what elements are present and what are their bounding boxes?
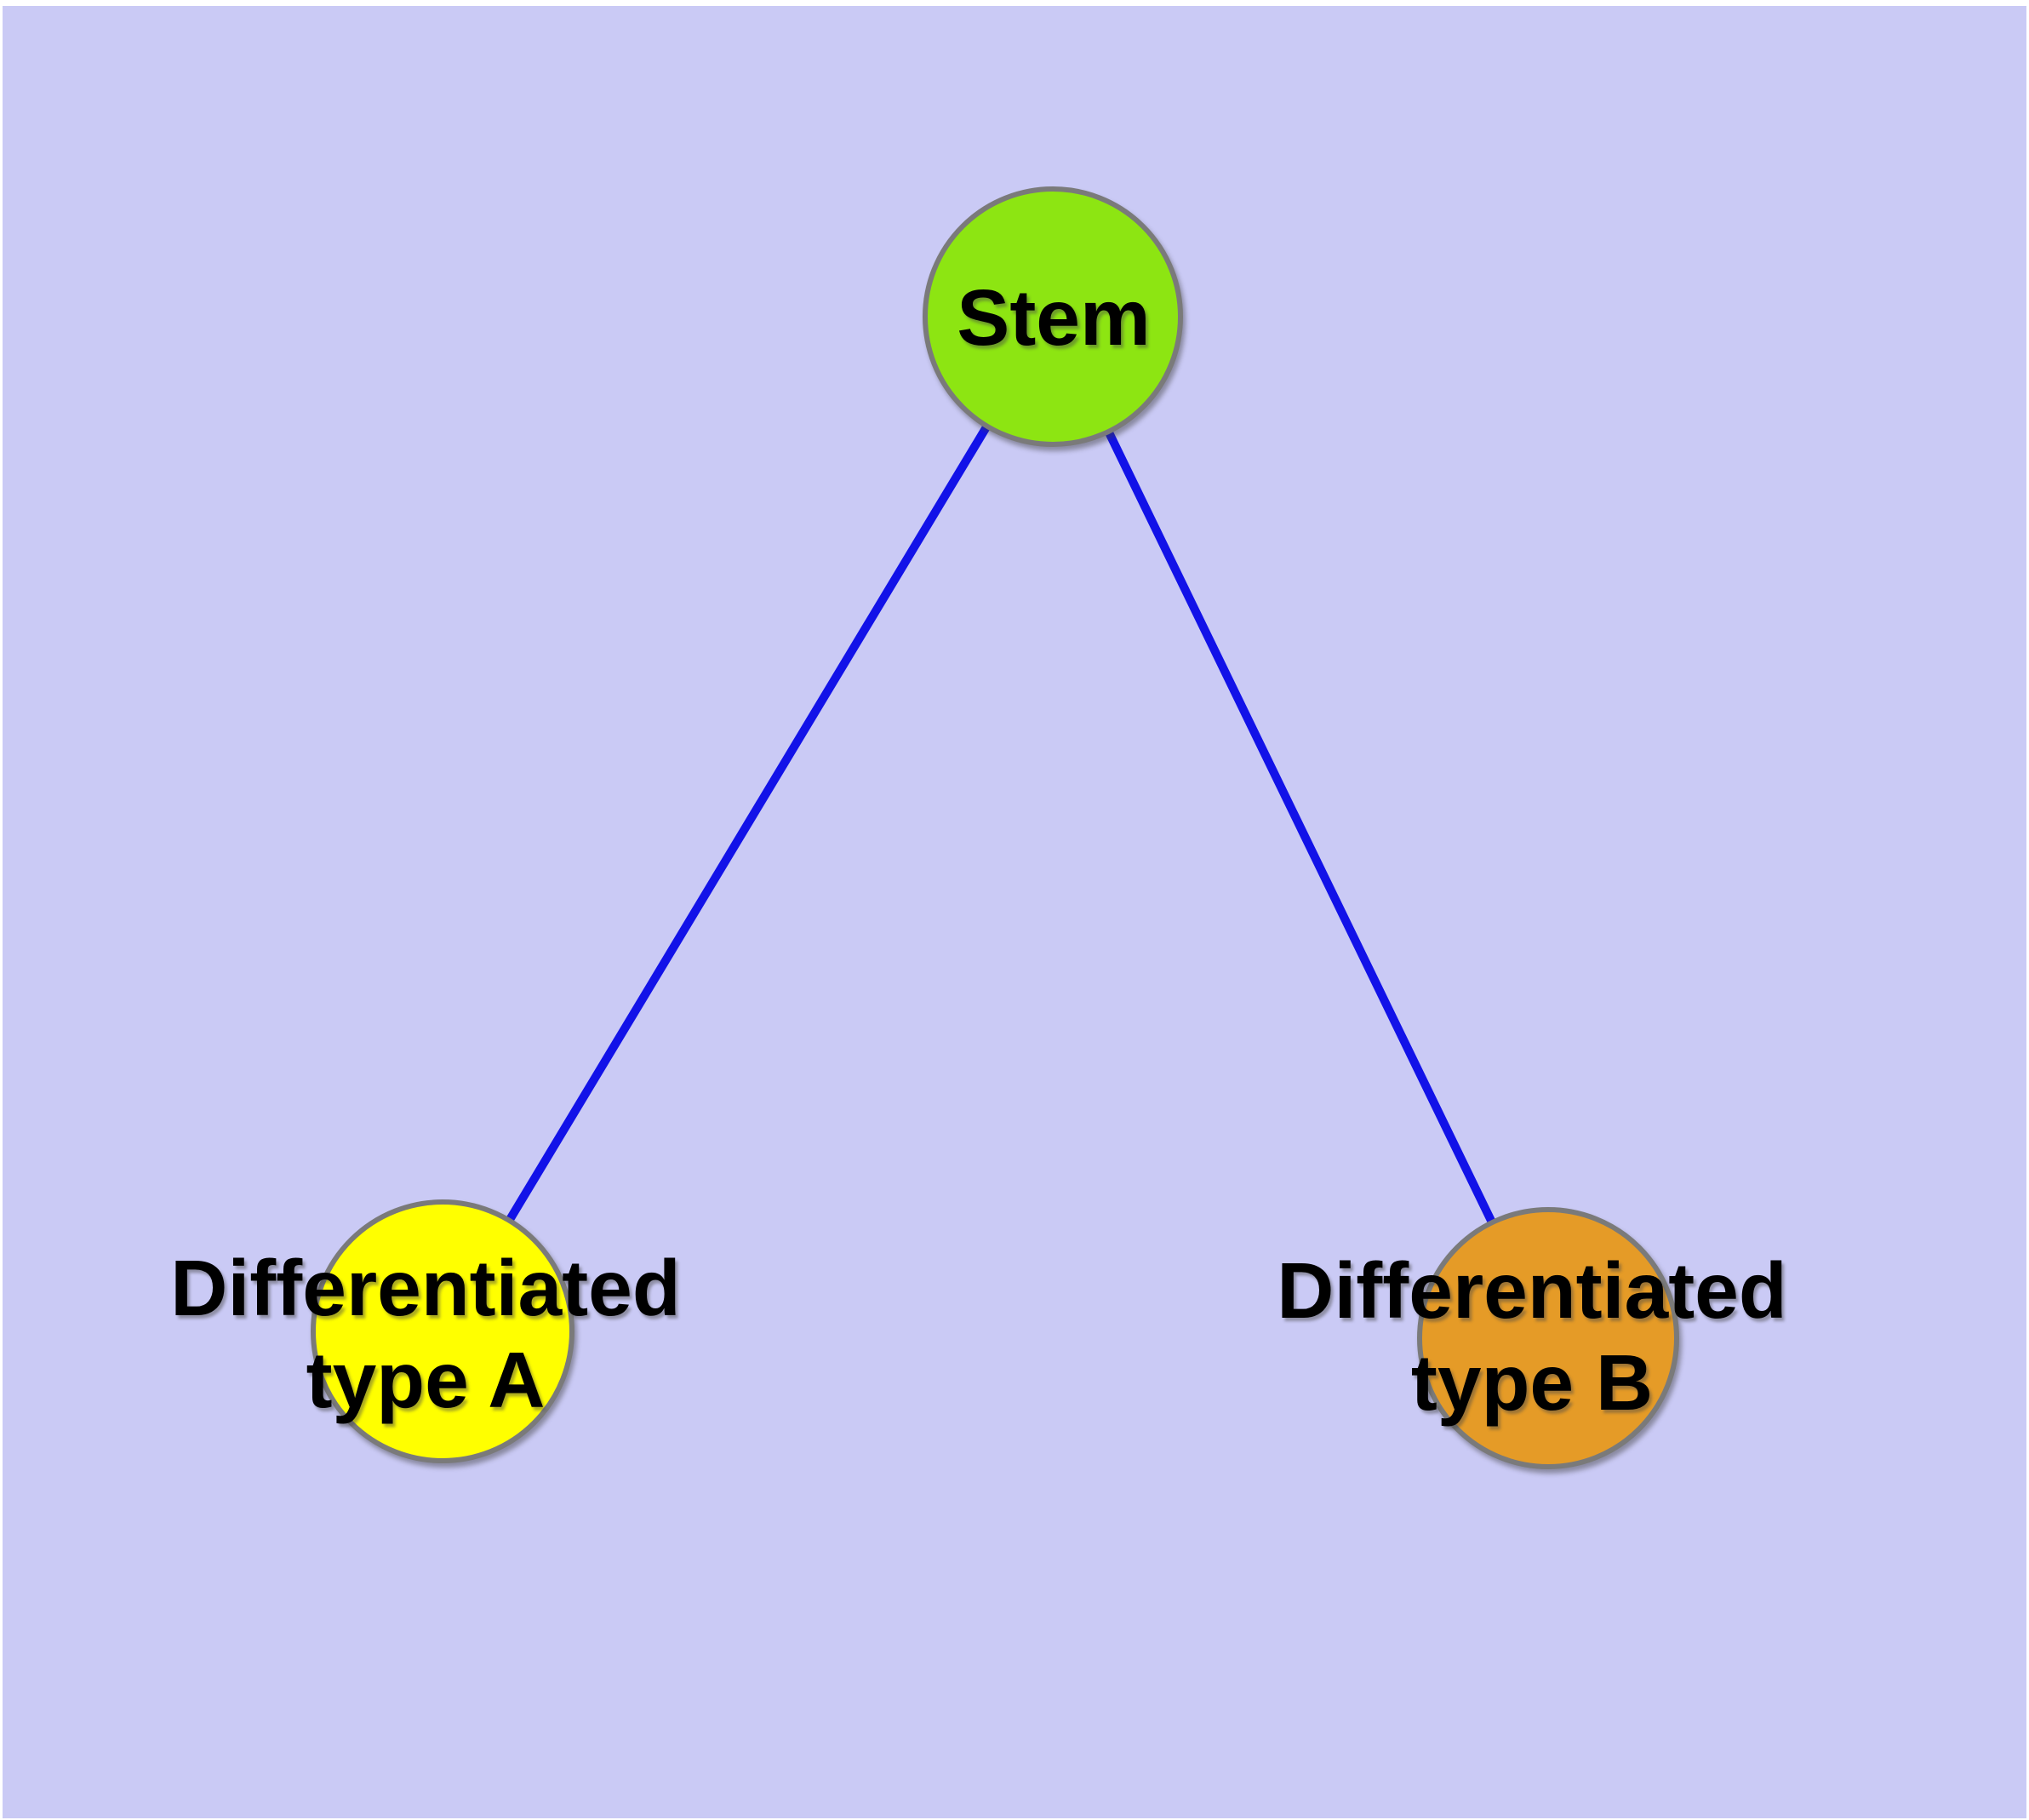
type-a-node-label: Differentiated type A: [170, 1242, 680, 1426]
edge-stem-to-type-a: [438, 312, 1057, 1336]
stem-node-circle: [923, 186, 1183, 447]
type-b-node-circle: [1417, 1207, 1679, 1469]
stem-node-label: Stem: [957, 272, 1150, 363]
type-a-label-line-1: Differentiated: [170, 1244, 681, 1332]
type-b-label-line-1: Differentiated: [1277, 1246, 1787, 1335]
type-b-node-label: Differentiated type B: [1277, 1245, 1786, 1428]
edge-stem-to-type-b: [1049, 312, 1552, 1342]
type-a-node-circle: [311, 1199, 574, 1463]
type-b-label-line-2: type B: [1410, 1338, 1654, 1427]
stem-node-label-text: Stem: [957, 273, 1151, 362]
type-a-label-line-2: type A: [306, 1336, 546, 1424]
